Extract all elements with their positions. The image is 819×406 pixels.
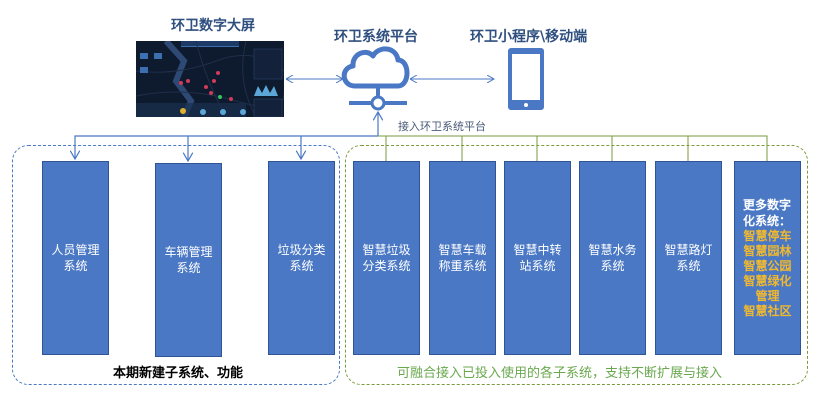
system-label-line1: 车辆管理 (164, 245, 213, 259)
system-label-line1: 智慧水务 (588, 243, 637, 257)
more-item: 智慧停车 (743, 229, 792, 243)
system-box-smart-weighing[interactable]: 智慧车载 称重系统 (429, 161, 496, 355)
more-header-line1: 更多数字 (743, 198, 792, 212)
system-label-line2: 系统 (676, 259, 701, 273)
system-label-line1: 智慧路灯 (664, 243, 713, 257)
more-item: 智慧公园 (743, 259, 792, 273)
dashboard-title: 环卫数字大屏 (171, 18, 255, 34)
system-label-line2: 系统 (176, 261, 201, 275)
system-label-line2: 系统 (600, 259, 625, 273)
system-box-more[interactable]: 更多数字 化系统： 智慧停车 智慧园林 智慧公园 智慧绿化 管理 智慧社区 (734, 161, 801, 355)
cloud-icon (341, 46, 410, 89)
system-label-line1: 垃圾分类 (277, 243, 326, 257)
network-node-icon (349, 88, 407, 111)
left-group-label: 本期新建子系统、功能 (113, 366, 244, 381)
right-group-label: 可融合接入已投入使用的各子系统，支持不断扩展与接入 (397, 366, 723, 381)
system-box-garbage-sorting[interactable]: 垃圾分类 系统 (268, 161, 335, 355)
mobile-title: 环卫小程序\移动端 (470, 29, 588, 45)
system-box-smart-garbage[interactable]: 智慧垃圾 分类系统 (353, 161, 420, 355)
system-label-line1: 人员管理 (51, 243, 100, 257)
more-item: 智慧社区 (743, 304, 792, 318)
dashboard-map (136, 41, 284, 117)
system-label-line1: 智慧中转 (513, 243, 562, 257)
system-label-line1: 智慧车载 (438, 243, 487, 257)
blue-bus-line (75, 135, 378, 159)
system-label-line2: 称重系统 (438, 259, 487, 273)
left-group-container (12, 145, 340, 385)
system-box-smart-water[interactable]: 智慧水务 系统 (579, 161, 646, 355)
platform-title: 环卫系统平台 (334, 29, 418, 45)
mobile-phone-icon (508, 48, 544, 110)
more-header-line2: 化系统： (743, 214, 792, 228)
system-box-smart-transfer[interactable]: 智慧中转 站系统 (504, 161, 571, 355)
system-box-vehicle[interactable]: 车辆管理 系统 (155, 163, 222, 357)
more-item: 智慧绿化 (743, 274, 792, 288)
dashboard-header-bar (181, 41, 239, 47)
system-label-line2: 系统 (289, 259, 314, 273)
system-label-line1: 智慧垃圾 (362, 243, 411, 257)
system-box-personnel[interactable]: 人员管理 系统 (42, 161, 109, 355)
more-item: 管理 (755, 289, 780, 303)
system-box-smart-streetlight[interactable]: 智慧路灯 系统 (655, 161, 722, 355)
connect-platform-label: 接入环卫系统平台 (398, 120, 486, 133)
dashboard-screenshot (136, 41, 284, 117)
right-group-container (345, 145, 808, 385)
green-bus-line (378, 135, 768, 161)
system-label-line2: 分类系统 (362, 259, 411, 273)
more-item: 智慧园林 (743, 244, 792, 258)
system-label-line2: 站系统 (519, 259, 556, 273)
system-label-line2: 系统 (63, 259, 88, 273)
